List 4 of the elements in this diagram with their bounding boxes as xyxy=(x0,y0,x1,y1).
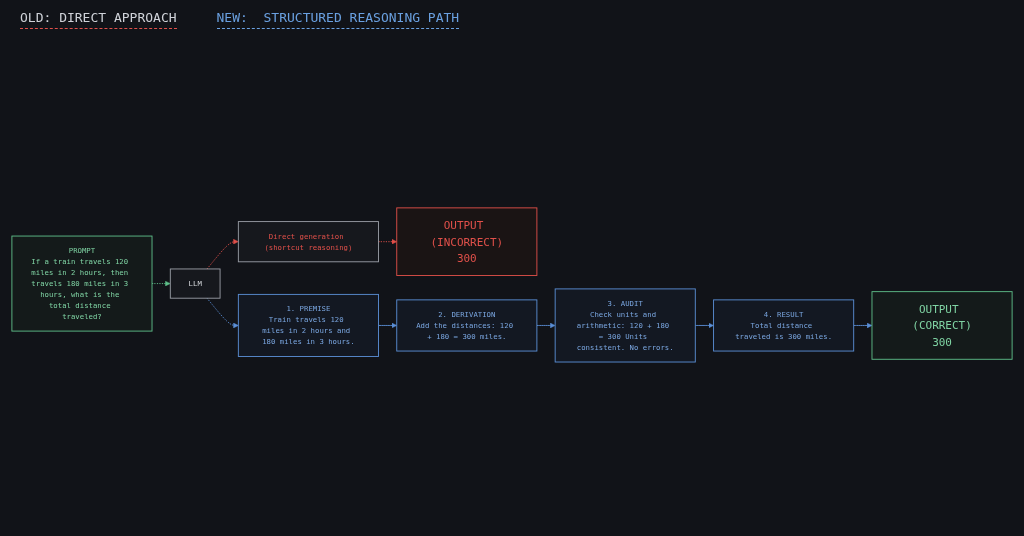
node-box: OUTPUT (CORRECT) 300 xyxy=(871,291,1013,360)
section-heading: OLD: DIRECT APPROACH xyxy=(20,10,177,29)
node-box: OUTPUT (INCORRECT) 300 xyxy=(396,207,538,276)
section-heading: NEW: STRUCTURED REASONING PATH xyxy=(216,10,460,29)
